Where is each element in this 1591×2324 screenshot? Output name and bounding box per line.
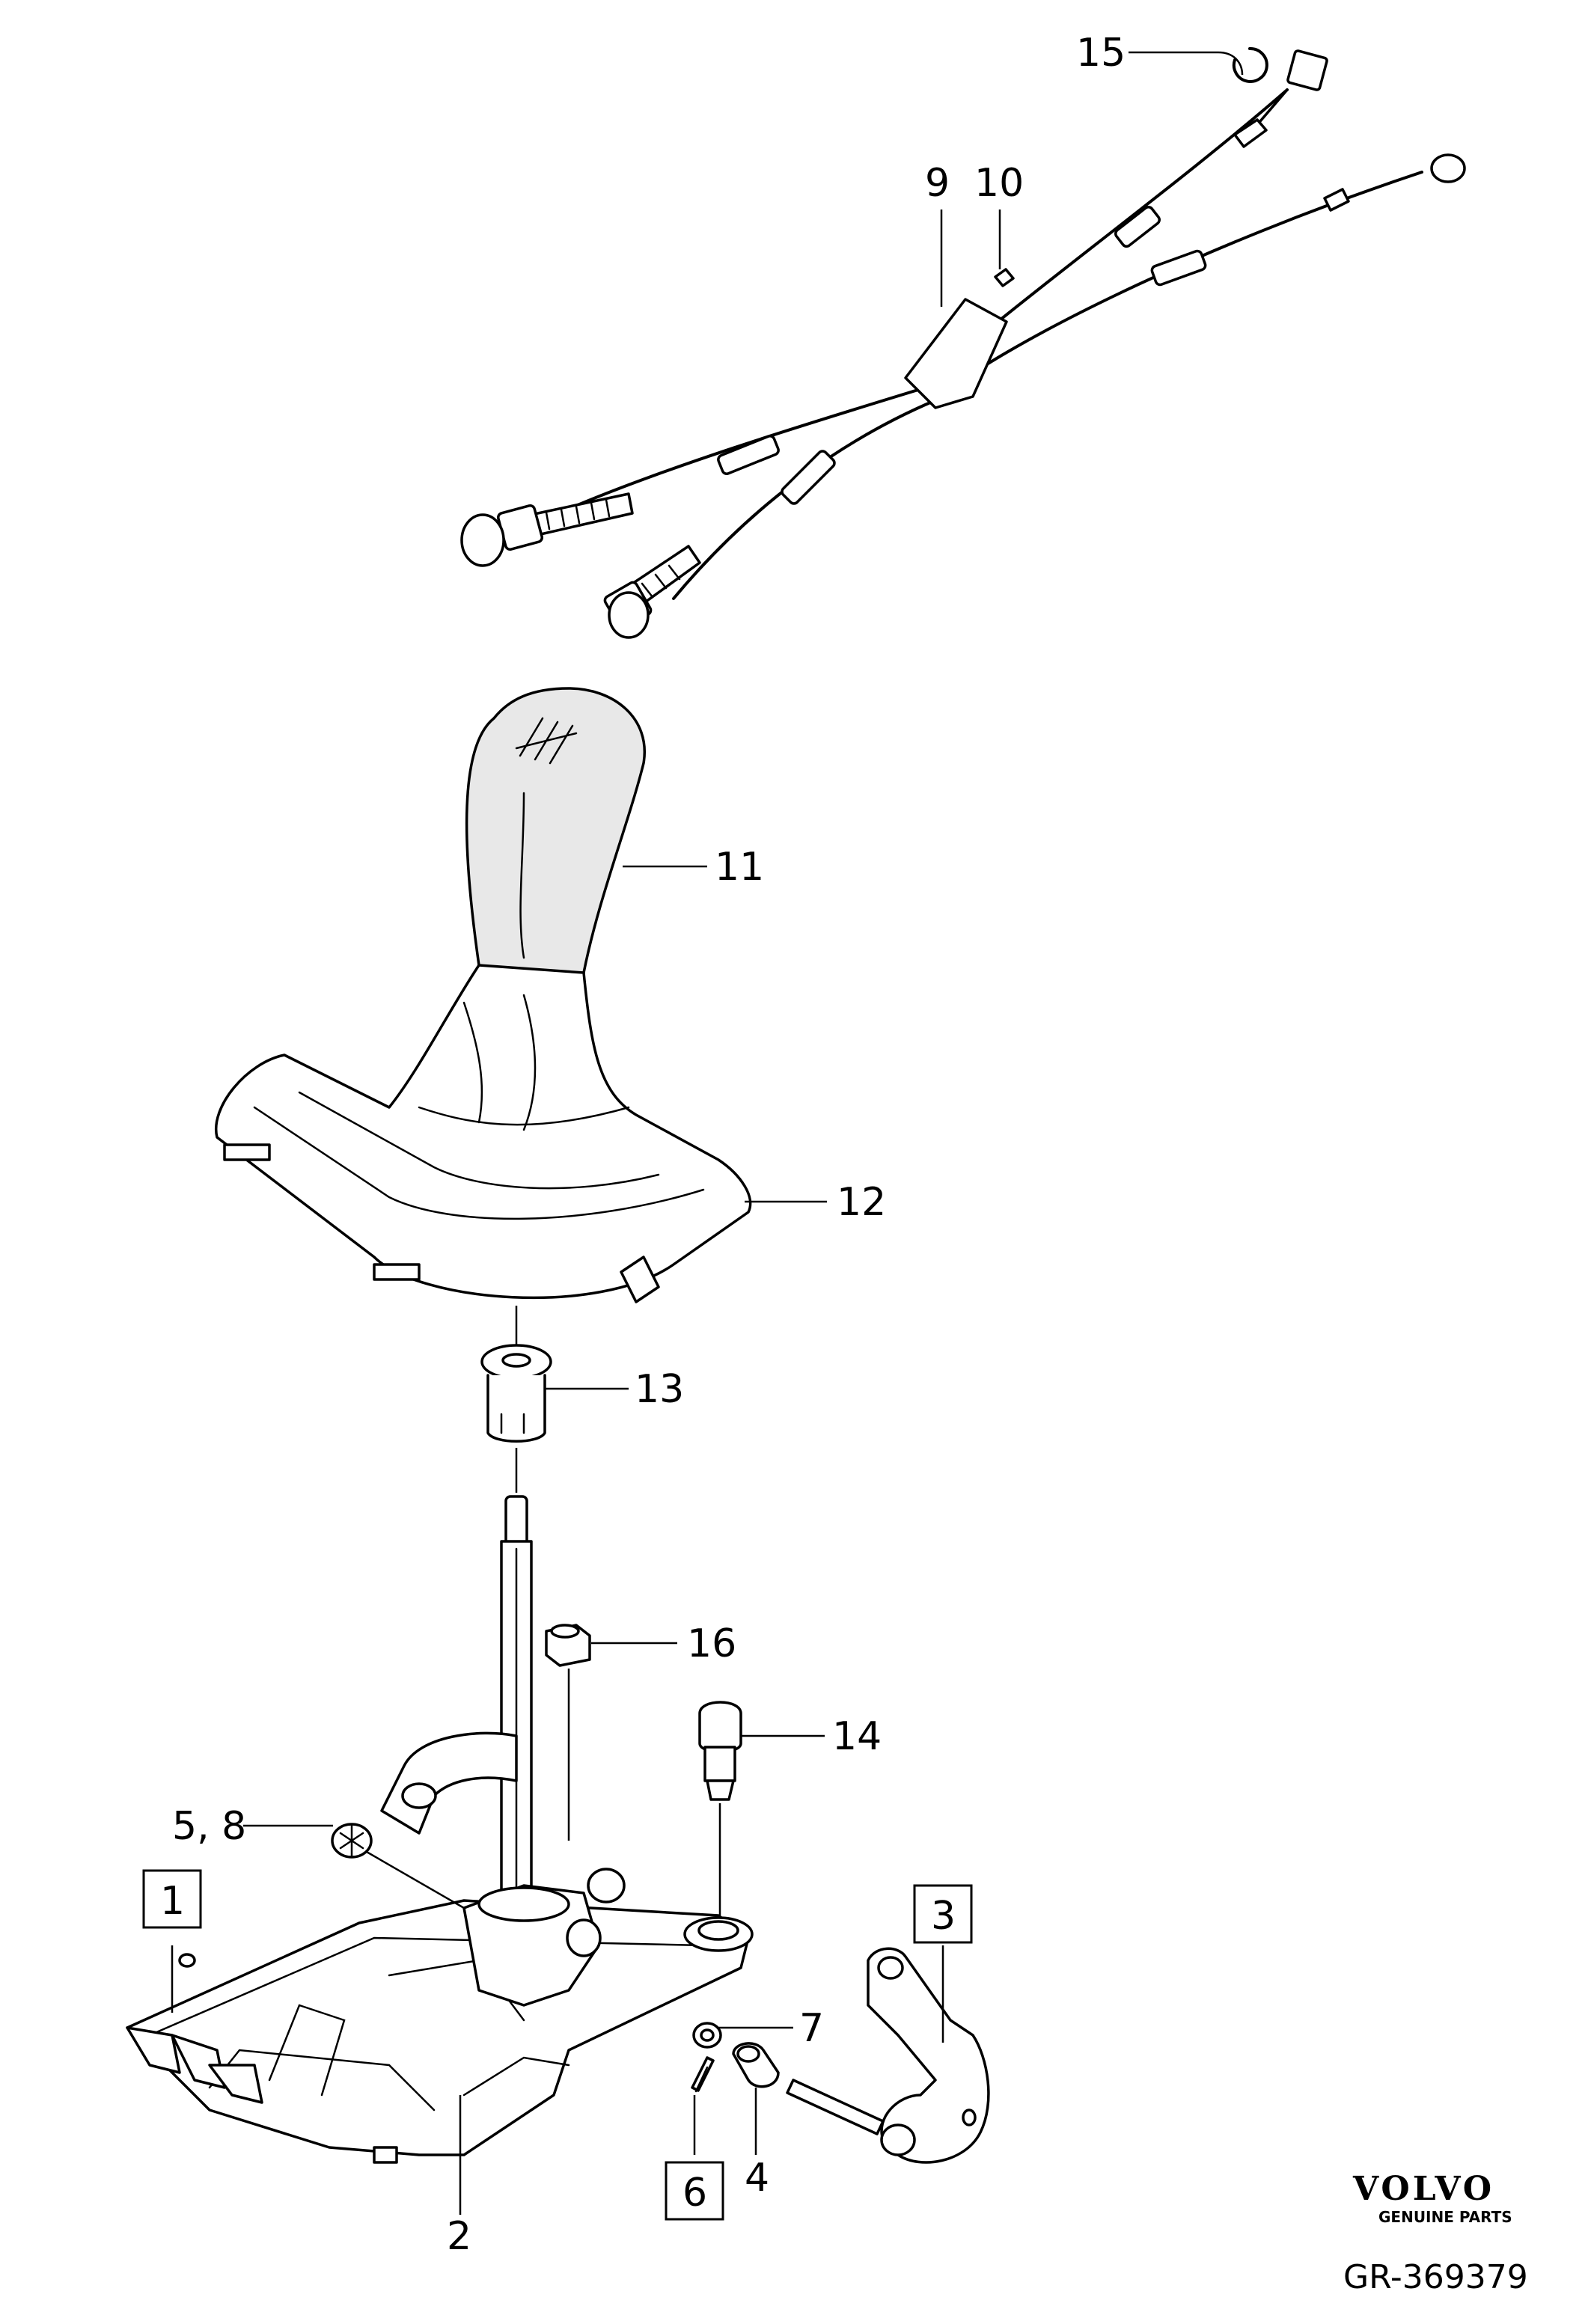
washer [692,2022,722,2049]
nut [545,1624,591,1841]
leader-lines [171,51,1244,2215]
cable-end-left [460,513,505,567]
cable-end-eye [1430,153,1466,183]
volvo-logo: VOLVO GENUINE PARTS [1352,2170,1512,2226]
callout-1: 1 [160,1879,185,1924]
diagram-reference: GR-369379 [1343,2258,1528,2296]
clip [994,268,1015,287]
bushing [480,1306,552,1443]
cable-bracket [904,298,1008,409]
cotter-pin [691,2056,715,2093]
callout-4: 4 [745,2156,769,2201]
callout-2: 2 [447,2214,471,2259]
brand-logo: VOLVO [1352,2170,1494,2208]
gear-gaiter [215,964,752,1303]
callout-10: 10 [974,161,1024,206]
callout-1-box: 1 [142,1869,202,1929]
brand-tagline: GENUINE PARTS [1378,2208,1512,2226]
callout-7: 7 [799,2006,824,2051]
callout-5-8: 5, 8 [172,1804,246,1849]
callout-11: 11 [715,845,764,890]
callout-3: 3 [931,1894,956,1939]
callout-14: 14 [832,1714,882,1759]
selector-bracket [786,1947,990,2164]
circlip [1232,46,1268,83]
shift-lever [500,1448,533,1902]
callout-6: 6 [682,2171,707,2216]
gear-knob [465,687,646,988]
callout-6-box: 6 [665,2161,724,2221]
callout-13: 13 [635,1367,684,1412]
cable-end-connector [1286,49,1328,91]
gear-shift-housing [126,1731,754,2164]
callout-9: 9 [925,161,950,206]
callout-labels: 15 9 10 11 12 13 16 14 5, 8 7 4 2 1 3 6 [142,31,1126,2259]
spring-nut [331,1823,465,1909]
pin [732,2042,780,2088]
callout-3-box: 3 [913,1884,973,1944]
shift-cable-assembly [460,46,1466,639]
callout-15: 15 [1076,31,1126,76]
callout-16: 16 [687,1621,736,1666]
callout-12: 12 [837,1180,886,1225]
bolt [698,1701,742,1915]
